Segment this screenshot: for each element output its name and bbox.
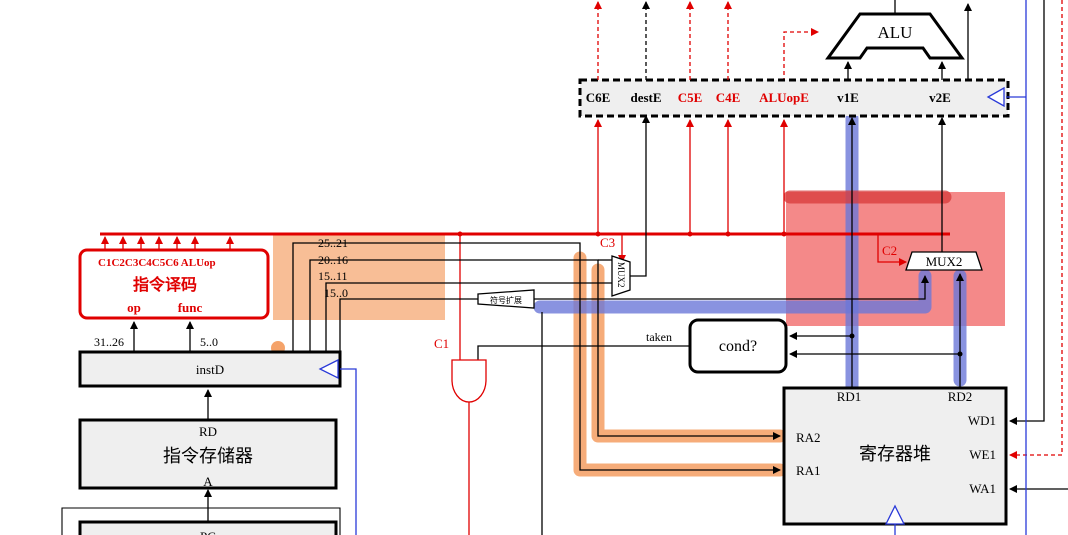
latch-field-deste: destE <box>630 90 661 105</box>
latch-box <box>578 78 1010 118</box>
mux-alu-src-label: MUX2 <box>926 254 963 269</box>
alu-shape <box>825 12 965 60</box>
sign-extend: 符号扩展 <box>477 275 929 309</box>
regfile-box <box>782 386 1008 526</box>
alu-label: ALU <box>878 23 913 42</box>
mux-dest-label: MUX2 <box>616 262 626 288</box>
regfile-port-wa1: WA1 <box>969 481 996 496</box>
orange-field-highlight <box>273 234 445 320</box>
mux-dest-shape <box>611 255 631 297</box>
mux-alu-src: MUX2 <box>905 117 983 388</box>
regfile-port-ra1: RA1 <box>796 463 821 478</box>
alu: ALU <box>783 0 972 82</box>
instd-field-lines: 25..21 20..16 15..11 15..0 <box>292 236 781 474</box>
imem-port-rd: RD <box>199 424 217 439</box>
register-file: 寄存器堆 RA2 RA1 RD1 RD2 WD1 WE1 WA1 <box>782 386 1008 535</box>
field-20-16: 20..16 <box>318 253 348 267</box>
instruction-memory: 指令存储器 RD A <box>78 389 338 522</box>
latch-field-v1e: v1E <box>837 90 859 105</box>
pc-label: PC <box>200 529 216 535</box>
regfile-port-rd2: RD2 <box>948 389 973 404</box>
imem-title: 指令存储器 <box>163 446 253 467</box>
latch-field-aluope: ALUopE <box>759 90 809 105</box>
instd-bits-func: 5..0 <box>200 335 218 349</box>
regfile-port-wd1: WD1 <box>968 413 996 428</box>
imem-port-a: A <box>203 474 213 489</box>
pc-register: PC <box>61 507 341 535</box>
pc-box <box>78 520 338 535</box>
instd-clock-icon <box>318 358 339 380</box>
field-15-0: 15..0 <box>324 286 348 300</box>
latch-field-v2e: v2E <box>929 90 951 105</box>
cond-label: cond? <box>719 338 757 355</box>
and-ctrl-label: C1 <box>434 336 449 351</box>
and-gate <box>451 359 487 535</box>
latch-field-c5e: C5E <box>678 90 703 105</box>
field-25-21: 25..21 <box>318 236 348 250</box>
instd-bits-op: 31..26 <box>94 335 124 349</box>
instd-register: instD <box>78 350 357 535</box>
latch-clock-icon <box>986 86 1005 108</box>
decoder-box <box>78 248 270 320</box>
execute-latch: C6E destE C5E C4E ALUopE v1E v2E <box>578 1 1010 118</box>
mux-c2-ctrl-label: C2 <box>882 243 897 258</box>
latch-field-c6e: C6E <box>586 90 611 105</box>
mux-c3-ctrl-label: C3 <box>600 235 615 250</box>
regfile-port-ra2: RA2 <box>796 430 821 445</box>
mux-alu-src-shape <box>905 251 983 271</box>
and-gate-shape <box>451 359 487 403</box>
decoder-title: 指令译码 <box>133 275 197 294</box>
latch-field-c4e: C4E <box>716 90 741 105</box>
mux-dest: MUX2 <box>611 115 650 297</box>
decoder-op: op <box>127 300 141 315</box>
decoder-signals: C1C2C3C4C5C6 ALUop <box>98 257 216 269</box>
writeback-wires <box>1006 0 1068 535</box>
decoder-func: func <box>178 300 203 315</box>
regfile-title: 寄存器堆 <box>859 444 931 465</box>
regfile-port-rd1: RD1 <box>837 389 862 404</box>
sign-extend-shape <box>477 289 535 309</box>
field-15-11: 15..11 <box>318 269 348 283</box>
control-bus: C3 C2 C1 <box>100 119 950 360</box>
cond-taken-label: taken <box>646 330 672 344</box>
instd-box <box>78 350 342 388</box>
instd-label: instD <box>196 362 224 377</box>
sign-extend-label: 符号扩展 <box>490 295 522 305</box>
instruction-decoder: C1C2C3C4C5C6 ALUop 指令译码 op func 31..26 5… <box>78 248 270 352</box>
regfile-port-we1: WE1 <box>969 447 996 462</box>
cond-unit: cond? taken <box>477 318 963 374</box>
